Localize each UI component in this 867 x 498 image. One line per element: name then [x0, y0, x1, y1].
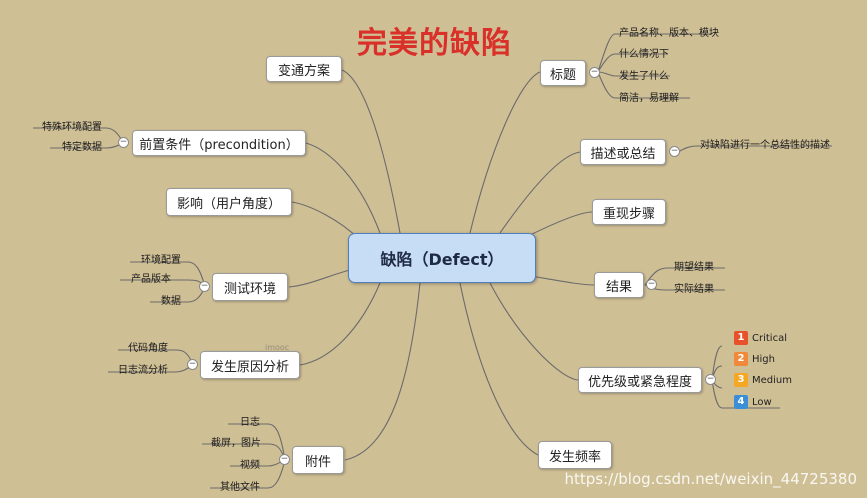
result-leaf-2: 实际结果	[674, 284, 714, 295]
node-attachments[interactable]: 附件	[292, 446, 344, 474]
collapse-toggle-icon[interactable]: −	[199, 281, 210, 292]
node-test-env[interactable]: 测试环境	[212, 273, 288, 301]
env-leaf-1: 环境配置	[141, 255, 181, 266]
precondition-leaf-1: 特殊环境配置	[42, 122, 102, 133]
title-leaf-1: 产品名称、版本、模块	[619, 28, 719, 39]
central-node[interactable]: 缺陷（Defect）	[348, 233, 536, 283]
diagram-title: 完美的缺陷	[357, 26, 512, 61]
attach-leaf-1: 日志	[240, 417, 260, 428]
node-precondition[interactable]: 前置条件（precondition）	[132, 130, 306, 156]
node-priority[interactable]: 优先级或紧急程度	[578, 367, 702, 393]
priority-critical: 1 Critical	[734, 331, 787, 345]
priority-medium: 3 Medium	[734, 373, 792, 387]
node-impact[interactable]: 影响（用户角度）	[166, 188, 292, 216]
source-watermark: https://blog.csdn.net/weixin_44725380	[564, 470, 857, 488]
priority-low: 4 Low	[734, 395, 772, 409]
node-repro-steps[interactable]: 重现步骤	[592, 199, 666, 225]
priority-badge-3: 3	[734, 373, 748, 387]
node-cause-analysis[interactable]: 发生原因分析	[200, 351, 300, 379]
description-leaf: 对缺陷进行一个总结性的描述	[700, 140, 830, 151]
collapse-toggle-icon[interactable]: −	[187, 359, 198, 370]
result-leaf-1: 期望结果	[674, 262, 714, 273]
title-leaf-2: 什么情况下	[619, 49, 669, 60]
priority-badge-1: 1	[734, 331, 748, 345]
collapse-toggle-icon[interactable]: −	[118, 137, 129, 148]
attach-leaf-2: 截屏，图片	[211, 438, 261, 449]
node-description[interactable]: 描述或总结	[580, 139, 666, 165]
cause-leaf-1: 代码角度	[128, 343, 168, 354]
env-leaf-3: 数据	[161, 296, 181, 307]
priority-label: High	[752, 353, 775, 365]
priority-label: Critical	[752, 332, 787, 344]
priority-label: Low	[752, 396, 772, 408]
env-leaf-2: 产品版本	[131, 274, 171, 285]
node-frequency[interactable]: 发生频率	[538, 441, 612, 469]
cause-leaf-2: 日志流分析	[118, 365, 168, 376]
collapse-toggle-icon[interactable]: −	[646, 279, 657, 290]
node-result[interactable]: 结果	[594, 272, 644, 298]
precondition-leaf-2: 特定数据	[62, 142, 102, 153]
collapse-toggle-icon[interactable]: −	[669, 146, 680, 157]
title-leaf-4: 简洁，易理解	[619, 93, 679, 104]
priority-high: 2 High	[734, 352, 775, 366]
faint-watermark-label: imooc	[265, 343, 290, 352]
collapse-toggle-icon[interactable]: −	[279, 454, 290, 465]
priority-badge-4: 4	[734, 395, 748, 409]
priority-badge-2: 2	[734, 352, 748, 366]
node-workaround[interactable]: 变通方案	[266, 56, 342, 82]
title-leaf-3: 发生了什么	[619, 71, 669, 82]
node-title[interactable]: 标题	[540, 60, 586, 86]
attach-leaf-4: 其他文件	[220, 482, 260, 493]
attach-leaf-3: 视频	[240, 460, 260, 471]
collapse-toggle-icon[interactable]: −	[589, 67, 600, 78]
collapse-toggle-icon[interactable]: −	[705, 374, 716, 385]
priority-label: Medium	[752, 374, 792, 386]
